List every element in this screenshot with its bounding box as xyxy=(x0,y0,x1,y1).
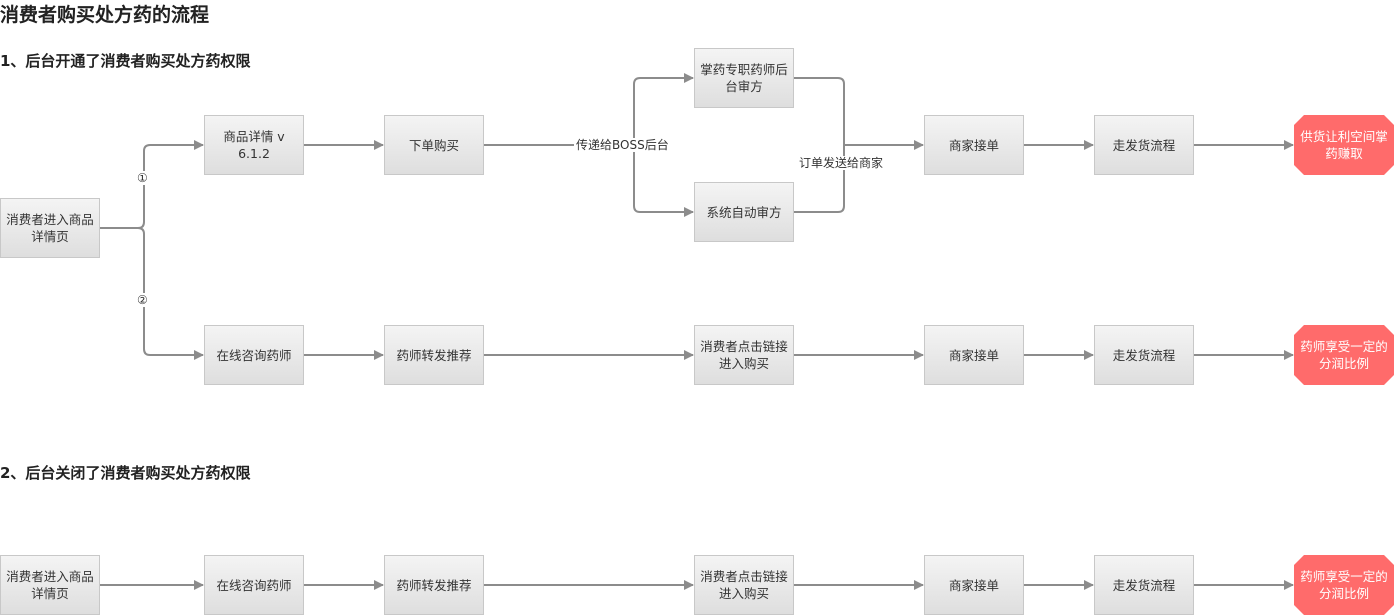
edge-label-to-merchant: 订单发送给商家 xyxy=(797,156,886,170)
edge-split-to-pharma-review xyxy=(633,73,694,145)
node-enter-detail-page-3: 消费者进入商品详情页 xyxy=(0,555,100,615)
node-merchant-accept-3: 商家接单 xyxy=(924,555,1024,615)
edge-auto-review-to-merge xyxy=(793,145,845,213)
edge-pharma-review-to-merge xyxy=(793,77,845,145)
node-end-commission: 药师享受一定的分润比例 xyxy=(1294,325,1394,385)
edge-split-to-auto-review xyxy=(633,145,694,217)
node-shipping-3: 走发货流程 xyxy=(1094,555,1194,615)
node-consult-pharmacist-3: 在线咨询药师 xyxy=(204,555,304,615)
node-merchant-accept-2: 商家接单 xyxy=(924,325,1024,385)
node-merchant-accept: 商家接单 xyxy=(924,115,1024,175)
node-pharmacist-recommend: 药师转发推荐 xyxy=(384,325,484,385)
node-pharmacist-review: 掌药专职药师后台审方 xyxy=(694,48,794,108)
node-place-order: 下单购买 xyxy=(384,115,484,175)
section-heading-disabled: 2、后台关闭了消费者购买处方药权限 xyxy=(0,464,251,482)
node-consult-pharmacist: 在线咨询药师 xyxy=(204,325,304,385)
edge-label-to-boss: 传递给BOSS后台 xyxy=(574,138,671,152)
node-end-profit: 供货让利空间掌药赚取 xyxy=(1294,115,1394,175)
node-click-link: 消费者点击链接进入购买 xyxy=(694,325,794,385)
branch-label-1: ① xyxy=(137,171,148,185)
node-auto-review: 系统自动审方 xyxy=(694,182,794,242)
branch-label-2: ② xyxy=(137,293,148,307)
page-title: 消费者购买处方药的流程 xyxy=(0,4,210,26)
edge-enter-to-detail xyxy=(100,140,204,229)
node-enter-detail-page: 消费者进入商品详情页 xyxy=(0,198,100,258)
node-shipping: 走发货流程 xyxy=(1094,115,1194,175)
node-end-commission-3: 药师享受一定的分润比例 xyxy=(1294,555,1394,615)
node-click-link-3: 消费者点击链接进入购买 xyxy=(694,555,794,615)
node-shipping-2: 走发货流程 xyxy=(1094,325,1194,385)
node-pharmacist-recommend-3: 药师转发推荐 xyxy=(384,555,484,615)
edge-enter-to-consult xyxy=(100,227,204,360)
node-product-detail: 商品详情 v 6.1.2 xyxy=(204,115,304,175)
section-heading-enabled: 1、后台开通了消费者购买处方药权限 xyxy=(0,52,251,70)
